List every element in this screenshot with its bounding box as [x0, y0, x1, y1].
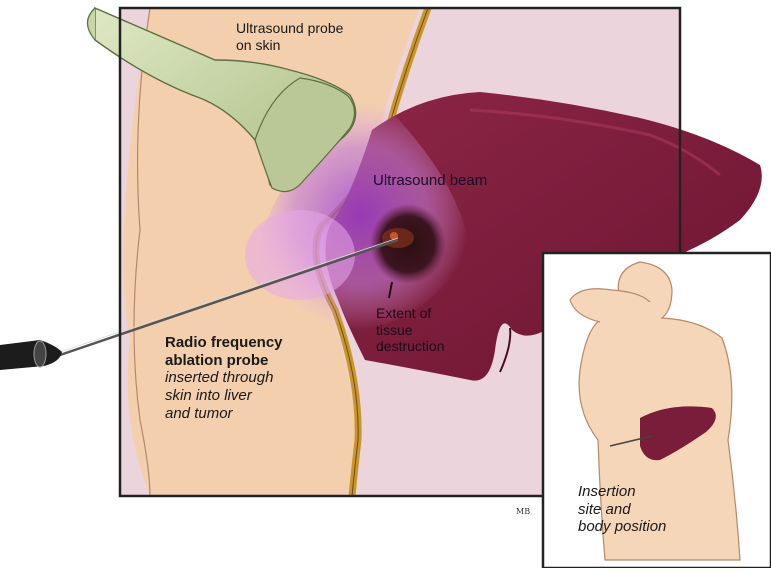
rf-label-line1: Radio frequency: [165, 334, 345, 352]
rf-probe-label: Radio frequency ablation probe inserted …: [165, 334, 345, 422]
insert-label-line1: Insertion: [578, 483, 636, 500]
insert-label-line2: site and: [578, 501, 631, 518]
probe-label-line2: on skin: [236, 37, 280, 53]
rf-label-line2: ablation probe: [165, 352, 345, 370]
ultrasound-probe-label: Ultrasound probe on skin: [236, 20, 386, 53]
rf-probe-handle-ring: [34, 341, 46, 367]
probe-label-line1: Ultrasound probe: [236, 20, 343, 36]
rf-label-line5: and tumor: [165, 405, 345, 423]
rf-label-line4: skin into liver: [165, 387, 345, 405]
extent-label-line2: tissue: [376, 322, 413, 338]
extent-label: Extent of tissue destruction: [376, 305, 444, 355]
rf-probe-handle: [0, 340, 62, 370]
extent-label-line1: Extent of: [376, 305, 431, 321]
rf-label-line3: inserted through: [165, 369, 345, 387]
ultrasound-beam-label: Ultrasound beam: [373, 172, 487, 190]
extent-label-line3: destruction: [376, 338, 444, 354]
insert-label-line3: body position: [578, 518, 666, 535]
insertion-site-label: Insertion site and body position: [578, 483, 718, 536]
artist-signature: MB: [516, 508, 530, 516]
probe-cable: [88, 8, 96, 40]
